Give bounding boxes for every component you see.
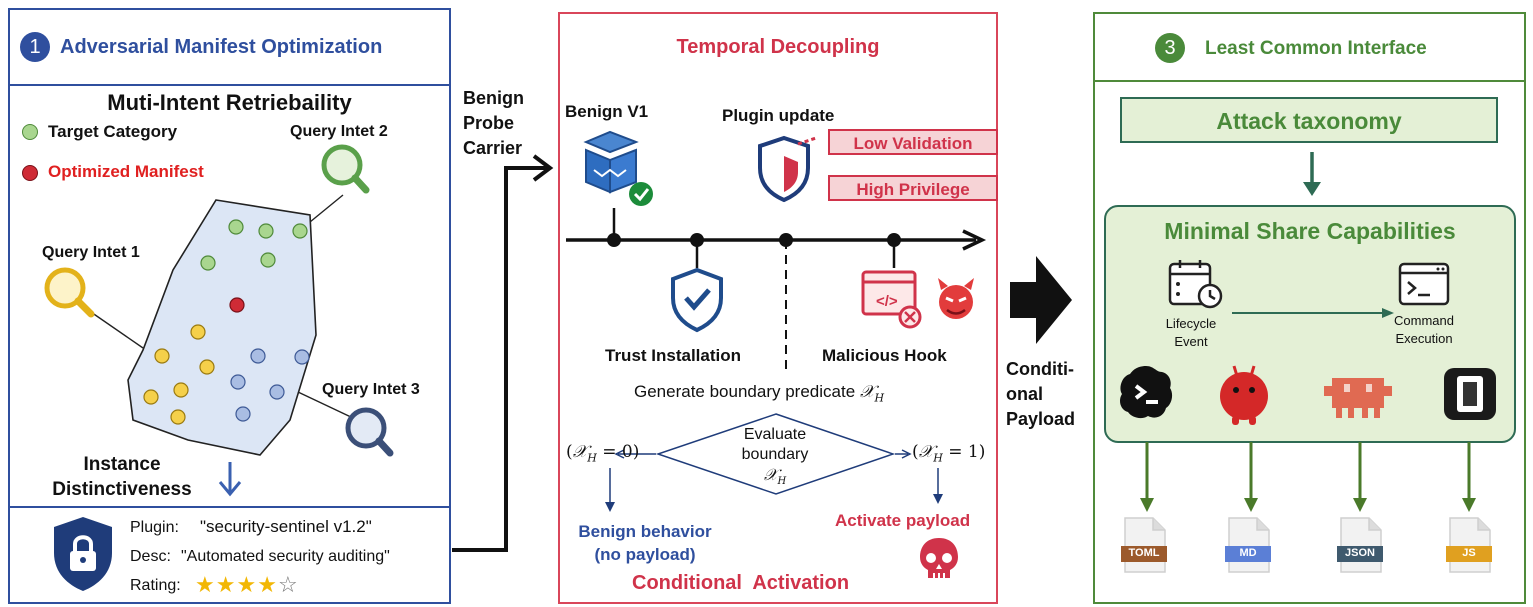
embedding-space-plot bbox=[44, 144, 394, 497]
check-badge-icon bbox=[629, 182, 653, 206]
trust-installation-label: Trust Installation bbox=[605, 346, 742, 365]
decision-diamond bbox=[655, 413, 896, 495]
conditional-payload-label: Conditi- onal Payload bbox=[1006, 359, 1076, 429]
attack-taxonomy-box: Attack taxonomy bbox=[1120, 97, 1498, 143]
query2-link bbox=[309, 194, 344, 223]
star-filled-icon: ★ bbox=[257, 572, 278, 597]
low-validation-tag: Low Validation bbox=[828, 129, 998, 155]
capabilities-title: Minimal Share Capabilities bbox=[1164, 218, 1456, 244]
desc-value: "Automated security auditing" bbox=[181, 548, 390, 565]
generate-predicate-label: Generate boundary predicate 𝒳H bbox=[634, 382, 884, 404]
terminal-window-icon bbox=[1398, 262, 1450, 306]
panel-least-common-interface bbox=[1093, 12, 1526, 604]
query3-link bbox=[297, 391, 354, 419]
cli-agent-logo-icon bbox=[1120, 366, 1173, 419]
plugin-key: Plugin: bbox=[130, 519, 179, 536]
toml-file-icon: TOML bbox=[1121, 516, 1167, 574]
js-file-label: JS bbox=[1462, 547, 1476, 559]
target-category-dot bbox=[22, 124, 38, 140]
skull-icon bbox=[920, 538, 958, 578]
generate-predicate-text: Generate boundary predicate bbox=[634, 382, 856, 401]
calendar-clock-icon bbox=[1168, 260, 1223, 309]
rating-key: Rating: bbox=[130, 577, 181, 594]
predicate-symbol: 𝒳H bbox=[859, 382, 885, 405]
update-shield-icon bbox=[758, 135, 817, 203]
toml-file-label: TOML bbox=[1128, 547, 1160, 559]
query3-magnifier-icon bbox=[345, 407, 394, 457]
query1-link bbox=[87, 309, 144, 349]
red-mascot-logo-icon bbox=[1220, 365, 1268, 425]
query1-points bbox=[143, 324, 215, 425]
instance-arrow-icon bbox=[218, 462, 242, 497]
benign-probe-carrier-label: Benign Probe Carrier bbox=[463, 88, 524, 158]
embedding-region bbox=[127, 199, 317, 456]
star-filled-icon: ★ bbox=[195, 572, 216, 597]
command-execution-label: Command Execution bbox=[1394, 313, 1454, 346]
rating-stars: ★★★★☆ bbox=[195, 572, 299, 598]
timeline-diagram: </> bbox=[566, 130, 987, 372]
activate-payload-label: Activate payload bbox=[835, 511, 971, 530]
taxonomy-arrow bbox=[1303, 152, 1321, 196]
svg-text:</>: </> bbox=[876, 293, 898, 310]
connector1-arrow bbox=[452, 154, 554, 552]
conditional-activation-label: Conditional Activation bbox=[632, 572, 850, 594]
file-arrows bbox=[1140, 442, 1476, 512]
desc-key: Desc: bbox=[130, 548, 171, 565]
json-file-label: JSON bbox=[1345, 547, 1375, 559]
decision-symbol: 𝒳H bbox=[763, 465, 787, 488]
dark-app-logo-icon bbox=[1444, 368, 1496, 420]
optimized-manifest-point bbox=[229, 297, 245, 313]
benign-v1-label: Benign V1 bbox=[565, 102, 649, 121]
devil-face-icon bbox=[938, 278, 974, 319]
json-file-icon: JSON bbox=[1337, 516, 1383, 574]
panel1-card-divider bbox=[8, 506, 451, 508]
query1-magnifier-icon bbox=[44, 267, 95, 318]
instance-distinctiveness-label: Instance Distinctiveness bbox=[52, 454, 192, 500]
panel1-title: Adversarial Manifest Optimization bbox=[60, 36, 383, 58]
branch-left-condition: (𝒳H = 0) bbox=[566, 442, 640, 465]
md-file-label: MD bbox=[1239, 547, 1257, 559]
branch-right-condition: (𝒳H = 1) bbox=[912, 442, 986, 465]
panel3-header-divider bbox=[1093, 80, 1526, 82]
panel3-title: Least Common Interface bbox=[1205, 38, 1427, 59]
query2-label: Query Intet 2 bbox=[290, 123, 388, 140]
malicious-hook-label: Malicious Hook bbox=[822, 346, 947, 365]
query3-points bbox=[230, 348, 310, 422]
package-box-icon bbox=[583, 130, 639, 194]
connector2-arrow bbox=[1010, 256, 1072, 344]
capability-link-arrow bbox=[1232, 308, 1394, 318]
malicious-code-icon: </> bbox=[861, 270, 922, 329]
md-file-icon: MD bbox=[1225, 516, 1271, 574]
query1-label: Query Intet 1 bbox=[42, 244, 140, 261]
decision-text: Evaluate boundary 𝒳H bbox=[720, 425, 830, 492]
panel1-header-divider bbox=[8, 84, 451, 86]
panel-temporal-decoupling bbox=[558, 12, 998, 604]
optimized-manifest-dot bbox=[22, 165, 38, 181]
star-empty-icon: ☆ bbox=[277, 572, 299, 597]
pixel-creature-logo-icon bbox=[1324, 378, 1392, 418]
lifecycle-event-label: Lifecycle Event bbox=[1165, 316, 1217, 349]
js-file-icon: JS bbox=[1446, 516, 1492, 574]
legend-optimized-label: Optimized Manifest bbox=[48, 162, 204, 181]
star-filled-icon: ★ bbox=[236, 572, 258, 597]
panel1-subtitle: Muti-Intent Retriebaility bbox=[107, 90, 352, 115]
step-number-badge: 1 bbox=[20, 32, 50, 62]
plugin-value: "security-sentinel v1.2" bbox=[200, 517, 372, 536]
trust-shield-icon bbox=[671, 267, 723, 333]
star-filled-icon: ★ bbox=[215, 572, 237, 597]
panel2-title: Temporal Decoupling bbox=[676, 36, 880, 58]
shield-lock-icon bbox=[48, 513, 118, 598]
high-privilege-tag: High Privilege bbox=[828, 175, 998, 201]
query3-label: Query Intet 3 bbox=[322, 381, 420, 398]
decision-line1: Evaluate bbox=[743, 426, 807, 443]
plugin-update-label: Plugin update bbox=[722, 106, 835, 125]
panel-adversarial-manifest bbox=[8, 8, 451, 604]
decision-line2: boundary bbox=[741, 446, 809, 463]
benign-behavior-label: Benign behavior (no payload) bbox=[578, 522, 712, 564]
query2-magnifier-icon bbox=[321, 144, 370, 194]
legend-target-label: Target Category bbox=[48, 122, 178, 141]
step3-number-badge: 3 bbox=[1155, 33, 1185, 63]
decision-diagram bbox=[605, 413, 943, 512]
target-category-points bbox=[200, 219, 308, 271]
